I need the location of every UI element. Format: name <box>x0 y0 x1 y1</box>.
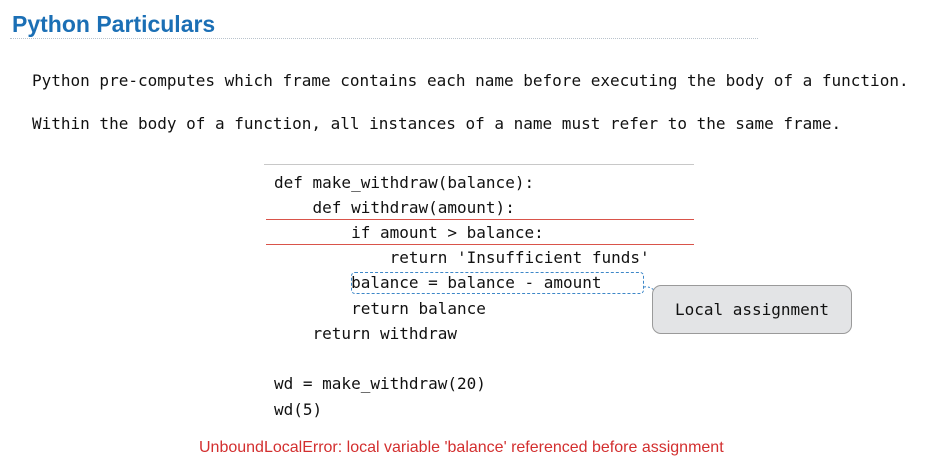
local-assignment-callout: Local assignment <box>652 285 852 334</box>
intro-paragraph-2: Within the body of a function, all insta… <box>32 114 842 133</box>
intro-paragraph-1: Python pre-computes which frame contains… <box>32 71 909 90</box>
code-line: wd(5) <box>274 400 323 419</box>
highlight-rule-bottom <box>266 244 694 245</box>
code-line: wd = make_withdraw(20) <box>274 374 486 393</box>
local-assignment-highlight <box>351 272 644 294</box>
title-divider <box>10 38 758 39</box>
code-line-local-assignment: balance = balance - amount <box>274 273 602 292</box>
code-line: return 'Insufficient funds' <box>274 248 650 267</box>
code-line: if amount > balance: <box>274 223 544 242</box>
code-line: def withdraw(amount): <box>274 198 515 217</box>
code-line: return withdraw <box>274 324 458 343</box>
highlight-rule-top <box>266 219 694 220</box>
error-message: UnboundLocalError: local variable 'balan… <box>199 439 724 456</box>
code-divider <box>264 164 694 165</box>
code-line: def make_withdraw(balance): <box>274 173 535 192</box>
callout-label: Local assignment <box>674 300 830 319</box>
slide-title: Python Particulars <box>12 11 216 37</box>
code-line: return balance <box>274 299 486 318</box>
